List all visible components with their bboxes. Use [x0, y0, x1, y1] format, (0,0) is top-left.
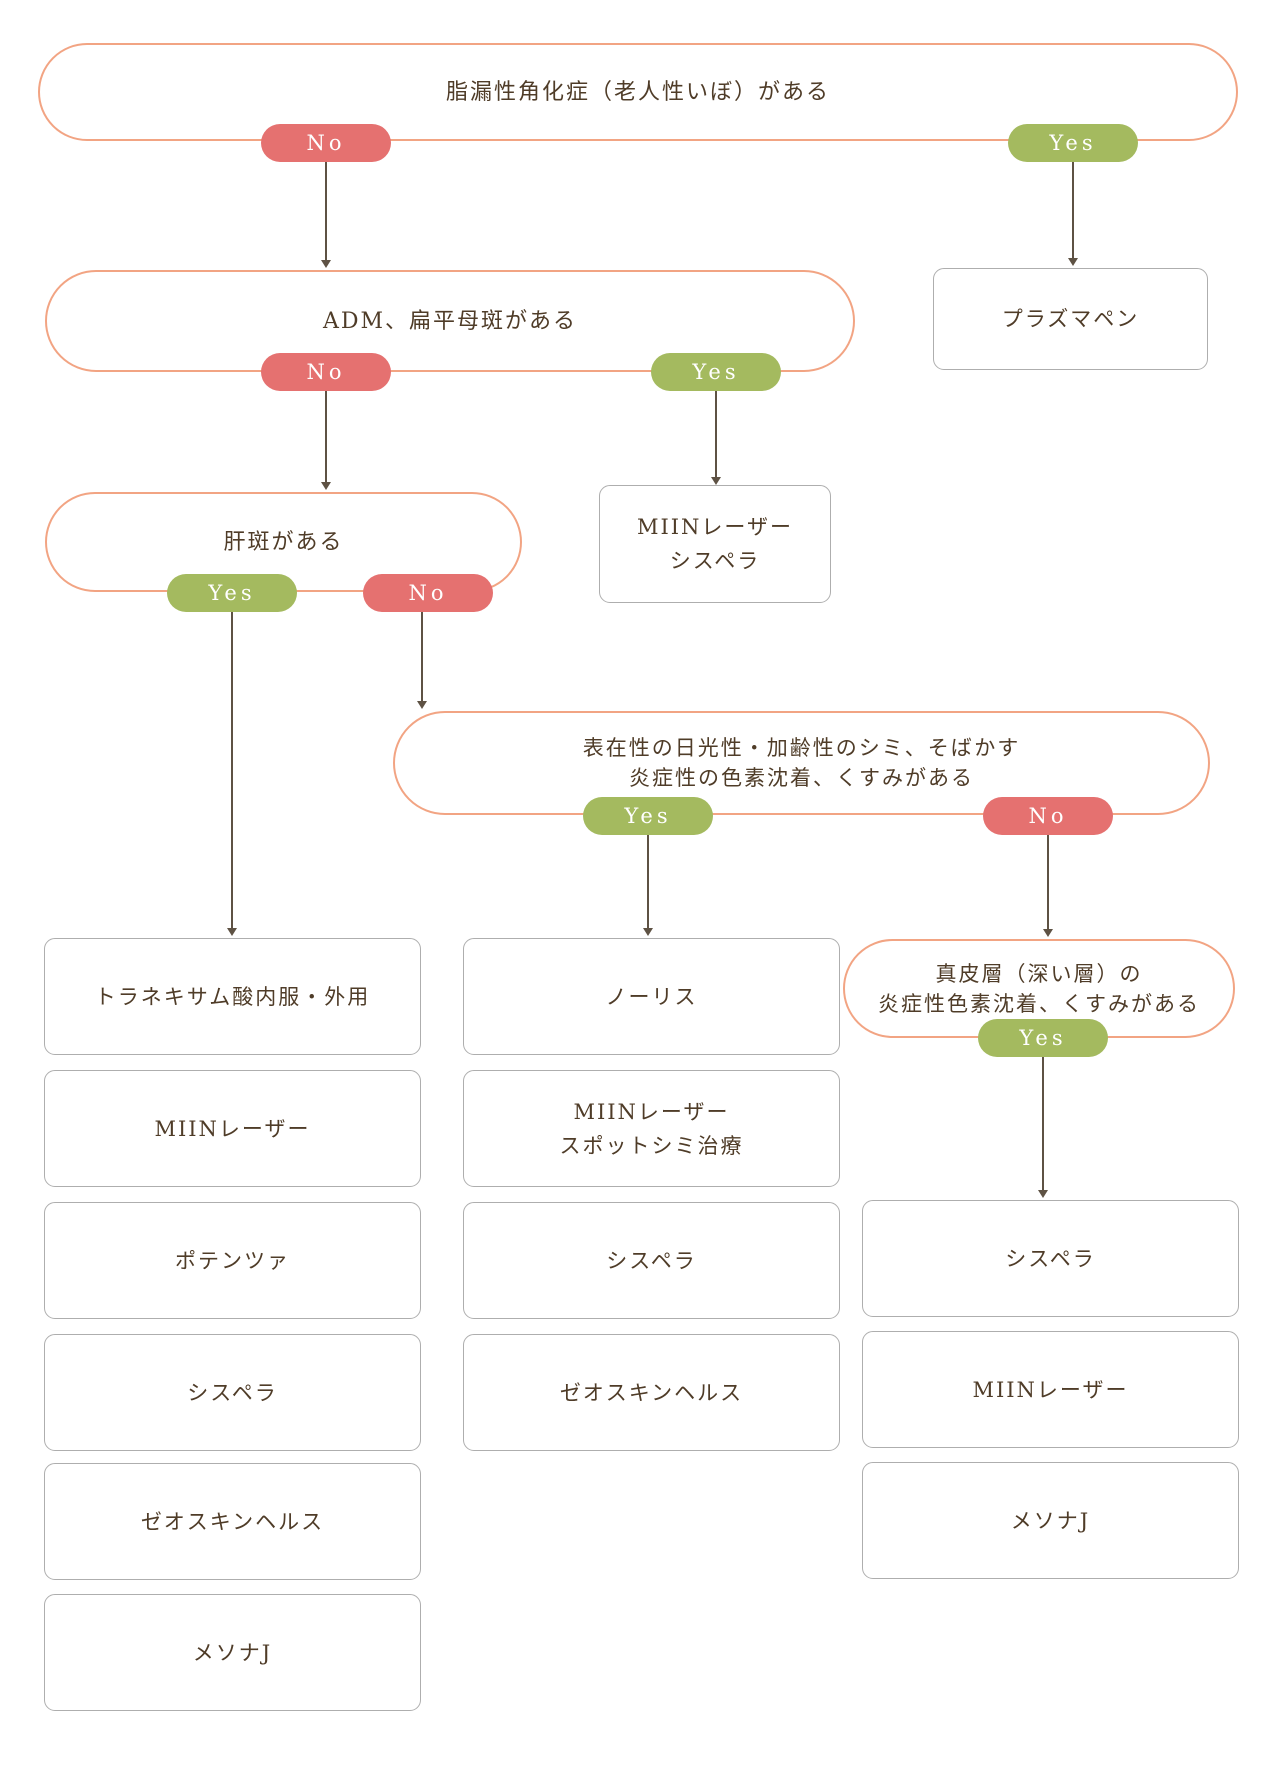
decision-dermal-pigmentation: 真皮層（深い層）の 炎症性色素沈着、くすみがある [843, 939, 1235, 1038]
arrow-superficial-yes [647, 835, 649, 928]
treatment-superficial-box-4: ゼオスキンヘルス [463, 1334, 840, 1451]
treatment-melasma-box-5: ゼオスキンヘルス [44, 1463, 421, 1580]
treatment-dermal-box-1: シスペラ [862, 1200, 1239, 1317]
treatment-melasma-box-2: MIINレーザー [44, 1070, 421, 1187]
badge-yes-adm: Yes [651, 353, 781, 391]
treatment-adm-yes-box: MIINレーザー シスペラ [599, 485, 831, 603]
arrow-dermal-yes [1042, 1057, 1044, 1190]
treatment-melasma-box-3: ポテンツァ [44, 1202, 421, 1319]
treatment-dermal-box-2: MIINレーザー [862, 1331, 1239, 1448]
badge-yes-seborrheic: Yes [1008, 124, 1138, 162]
treatment-label: シスペラ [1005, 1246, 1096, 1271]
treatment-label: ノーリス [605, 984, 698, 1009]
treatment-melasma-box-1: トラネキサム酸内服・外用 [44, 938, 421, 1055]
treatment-label: トラネキサム酸内服・外用 [94, 984, 371, 1009]
treatment-label-line1: MIINレーザー [573, 1099, 730, 1124]
treatment-label: MIINレーザー [154, 1116, 311, 1141]
treatment-plasma-pen-label: プラズマペン [1001, 307, 1140, 331]
treatment-adm-yes-line2: シスペラ [669, 549, 761, 573]
arrow-seborrheic-no [325, 162, 327, 260]
treatment-melasma-box-4: シスペラ [44, 1334, 421, 1451]
treatment-plasma-pen-box: プラズマペン [933, 268, 1208, 370]
treatment-label-line2: スポットシミ治療 [559, 1133, 744, 1158]
decision-dermal-line2: 炎症性色素沈着、くすみがある [878, 991, 1200, 1016]
arrow-adm-yes [715, 391, 717, 477]
treatment-superficial-box-1: ノーリス [463, 938, 840, 1055]
arrow-melasma-no [421, 612, 423, 701]
badge-no-melasma: No [363, 574, 493, 612]
treatment-dermal-box-3: メソナJ [862, 1462, 1239, 1579]
decision-dermal-line1: 真皮層（深い層）の [935, 961, 1143, 986]
decision-adm-flat-nevus-label: ADM、扁平母斑がある [322, 308, 578, 334]
treatment-label: メソナJ [1010, 1508, 1091, 1533]
treatment-superficial-box-2: MIINレーザー スポットシミ治療 [463, 1070, 840, 1187]
badge-no-superficial: No [983, 797, 1113, 835]
badge-yes-superficial: Yes [583, 797, 713, 835]
decision-seborrheic-keratosis-label: 脂漏性角化症（老人性いぼ）がある [445, 79, 830, 105]
arrow-seborrheic-yes [1072, 162, 1074, 258]
badge-yes-dermal: Yes [978, 1019, 1108, 1057]
badge-no-seborrheic: No [261, 124, 391, 162]
treatment-label: ゼオスキンヘルス [140, 1509, 325, 1534]
treatment-melasma-box-6: メソナJ [44, 1594, 421, 1711]
decision-melasma-label: 肝斑がある [223, 529, 344, 555]
treatment-label: ゼオスキンヘルス [559, 1380, 744, 1405]
decision-superficial-line2: 炎症性の色素沈着、くすみがある [629, 766, 974, 790]
treatment-label: メソナJ [192, 1640, 273, 1665]
arrow-superficial-no [1047, 835, 1049, 929]
treatment-label: ポテンツァ [175, 1248, 290, 1273]
badge-yes-melasma: Yes [167, 574, 297, 612]
treatment-label: MIINレーザー [972, 1377, 1129, 1402]
decision-seborrheic-keratosis: 脂漏性角化症（老人性いぼ）がある [38, 43, 1238, 141]
arrow-adm-no [325, 391, 327, 482]
treatment-label: シスペラ [187, 1380, 278, 1405]
badge-no-adm: No [261, 353, 391, 391]
treatment-label: シスペラ [606, 1248, 697, 1273]
treatment-adm-yes-line1: MIINレーザー [636, 515, 794, 539]
arrow-melasma-yes [231, 612, 233, 928]
treatment-superficial-box-3: シスペラ [463, 1202, 840, 1319]
decision-superficial-line1: 表在性の日光性・加齢性のシミ、そばかす [582, 736, 1021, 760]
